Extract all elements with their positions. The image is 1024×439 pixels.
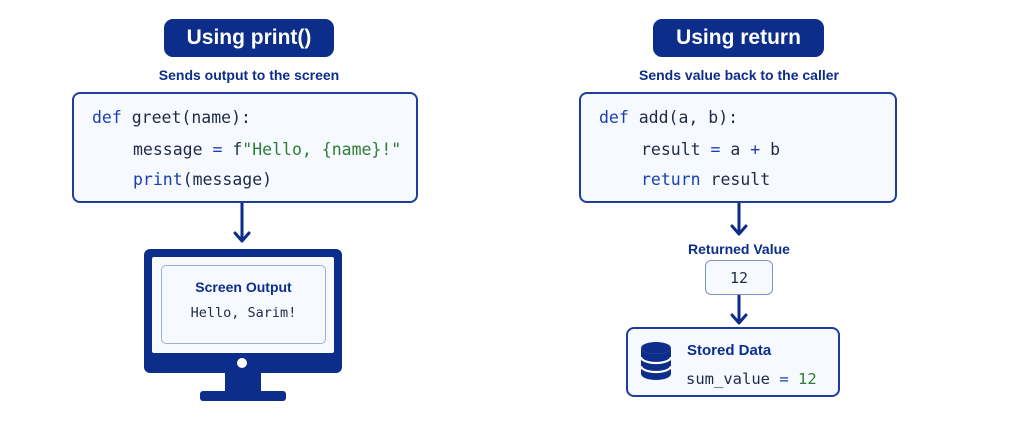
print-args: (message) — [182, 170, 273, 189]
variable-message: message — [133, 140, 203, 159]
keyword-def: def — [92, 108, 122, 127]
screen-output-panel — [161, 265, 326, 344]
stored-data-code: sum_value = 12 — [686, 370, 817, 388]
returned-value-label: Returned Value — [688, 241, 790, 257]
return-code-line-2: result = a + b — [641, 140, 780, 159]
keyword-def: def — [599, 108, 629, 127]
arrow-down-icon — [730, 203, 748, 236]
stored-number: 12 — [798, 370, 817, 388]
assign-operator: = — [212, 140, 223, 159]
return-value-expr: result — [710, 170, 771, 189]
screen-output-title: Screen Output — [195, 279, 292, 295]
monitor-base — [200, 391, 286, 401]
function-signature: greet(name): — [131, 108, 251, 127]
return-subtitle: Sends value back to the caller — [639, 67, 839, 83]
variable-sum-value: sum_value — [686, 370, 770, 388]
print-subtitle: Sends output to the screen — [158, 67, 340, 83]
string-literal: "Hello, {name}!" — [242, 140, 402, 159]
monitor-power-dot — [237, 358, 247, 368]
print-title-pill: Using print() — [164, 19, 334, 57]
arrow-down-icon — [730, 295, 748, 325]
monitor-neck — [225, 373, 261, 393]
print-code-line-2: message = f"Hello, {name}!" — [133, 140, 401, 159]
keyword-return: return — [641, 170, 701, 189]
print-code-block — [72, 92, 418, 203]
screen-output-text: Hello, Sarim! — [190, 305, 297, 321]
function-signature: add(a, b): — [638, 108, 739, 127]
assign-operator: = — [710, 140, 721, 159]
return-code-line-3: return result — [641, 170, 770, 189]
return-code-line-1: def add(a, b): — [599, 108, 738, 127]
print-code-line-3: print(message) — [133, 170, 272, 189]
return-code-block — [579, 92, 897, 203]
fstring-prefix: f — [232, 140, 243, 159]
database-icon — [639, 342, 673, 380]
print-code-line-1: def greet(name): — [92, 108, 251, 127]
operand-b: b — [770, 140, 781, 159]
operand-a: a — [730, 140, 741, 159]
returned-value-box: 12 — [705, 260, 773, 295]
assign-operator: = — [779, 370, 789, 388]
variable-result: result — [641, 140, 701, 159]
keyword-print: print — [133, 170, 183, 189]
arrow-down-icon — [233, 203, 251, 243]
stored-data-title: Stored Data — [687, 342, 772, 359]
return-title-pill: Using return — [653, 19, 824, 57]
plus-operator: + — [750, 140, 761, 159]
